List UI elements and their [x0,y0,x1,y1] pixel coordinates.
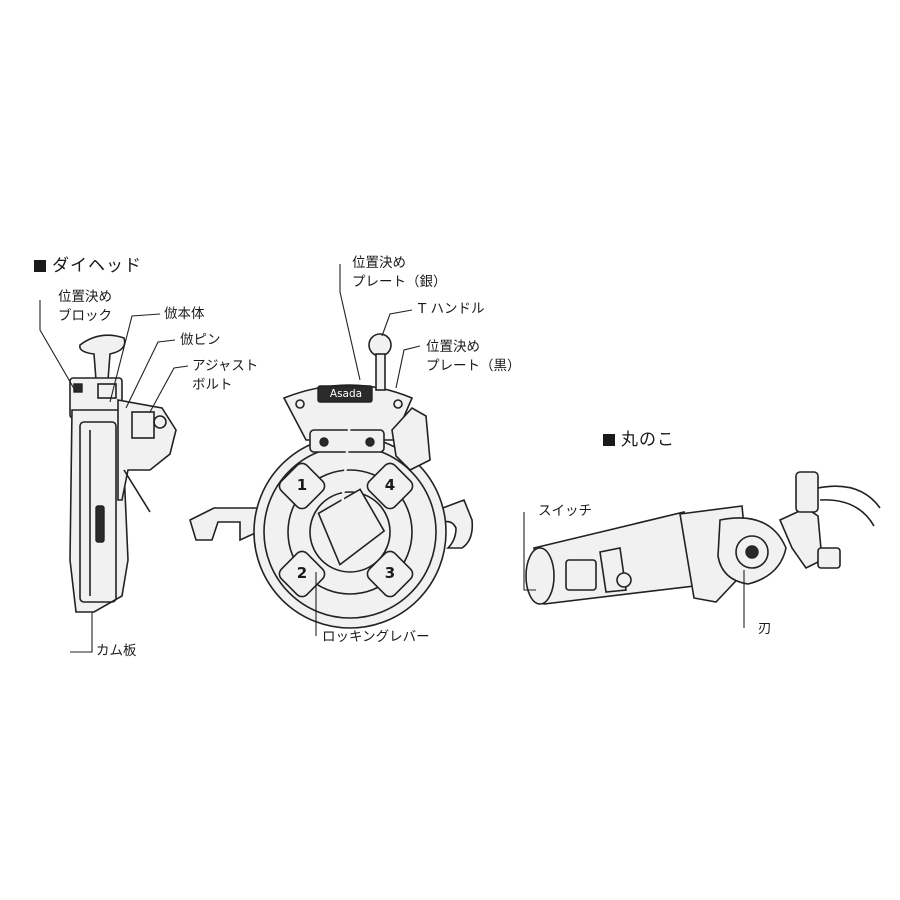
die-number-1: 1 [296,476,308,494]
die-3 [366,550,414,598]
label-die-body: 倣本体 [164,306,205,322]
label-die-pin: 倣ピン [180,332,221,348]
die-head-front-view [189,333,474,629]
square-bullet-icon [603,434,615,446]
label-blade: 刃 [758,621,772,637]
label-positioning-block: 位置決め ブロック [58,289,112,324]
label-adjust-bolt: アジャスト ボルト [192,358,259,393]
label-positioning-plate-silver: 位置決め プレート（銀） [352,255,447,290]
saw-leader-lines [523,512,745,628]
die-2 [278,550,326,598]
die-number-3: 3 [384,564,396,582]
die-head-side-view [69,334,177,613]
circular-saw-heading: 丸のこ [603,425,675,450]
label-positioning-plate-black: 位置決め プレート（黒） [426,339,521,374]
label-switch: スイッチ [538,503,592,519]
die-number-4: 4 [384,476,396,494]
die-1 [278,462,326,510]
die-4 [366,462,414,510]
side-view-leader-lines [39,300,189,653]
asada-logo: Asada [329,388,363,400]
circular-saw-view [525,471,881,605]
die-head-heading: ダイヘッド [34,251,142,276]
die-number-2: 2 [296,564,308,582]
square-bullet-icon [34,260,46,272]
front-view-leader-lines [315,264,421,636]
label-locking-lever: ロッキングレバー [322,629,430,645]
label-t-handle: T ハンドル [418,301,485,317]
label-cam-plate: カム板 [96,643,137,659]
